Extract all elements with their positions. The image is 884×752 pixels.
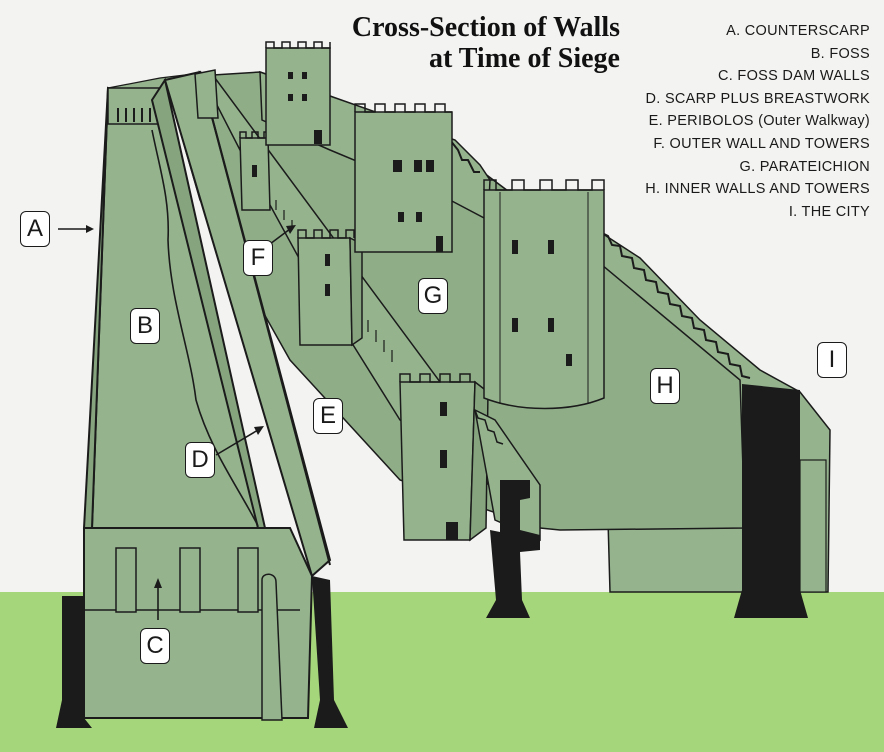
inner-tower-round [483, 189, 605, 410]
title-line-2: at Time of Siege [428, 43, 620, 74]
inner-tower-mid-crenels [354, 103, 452, 113]
label-a: A [20, 211, 50, 247]
pointer-a-head [86, 225, 94, 233]
foundation-scarp [312, 576, 348, 728]
counterscarp-slits [117, 108, 151, 122]
legend-item: D. SCARP PLUS BREASTWORK [645, 90, 870, 107]
inner-tower-far-crenels [265, 41, 331, 49]
pointer-d-line [215, 429, 259, 456]
outer-tower-main-side [349, 236, 363, 347]
pointer-d-head [254, 426, 264, 435]
outer-tower-small-window [252, 165, 257, 177]
legend-item: C. FOSS DAM WALLS [717, 68, 870, 85]
label-e: E [313, 398, 343, 434]
label-h: H [650, 368, 680, 404]
legend-item: E. PERIBOLOS (Outer Walkway) [648, 113, 870, 130]
outer-tower-front-door [446, 522, 458, 540]
outer-tower-front [399, 381, 476, 541]
legend-item: G. PARATEICHION [739, 158, 870, 175]
legend: A. COUNTERSCARP B. FOSS C. FOSS DAM WALL… [645, 20, 870, 223]
outer-wall-parapet-crenels [474, 409, 504, 445]
peribolos-walkway [163, 70, 332, 578]
label-d: D [185, 442, 215, 478]
label-c: C [140, 628, 170, 664]
legend-item: A. COUNTERSCARP [726, 23, 870, 39]
label-f: F [243, 240, 273, 276]
pointer-f-head [286, 225, 296, 234]
inner-wall-crenellation [599, 231, 751, 379]
outer-tower-far [194, 69, 219, 119]
diagram-title: Cross-Section of Walls at Time of Siege [300, 12, 620, 74]
outer-wall-parapet [473, 408, 541, 542]
foundation-inner-wall [734, 384, 826, 618]
outer-tower-front-crenels [399, 373, 471, 383]
inner-tower-far-windows [288, 72, 322, 144]
pointer-f-line [269, 228, 291, 245]
label-b: B [130, 308, 160, 344]
inner-tower-round-crenels [483, 179, 605, 191]
foss-dam-wall-crack [261, 573, 283, 721]
outer-tower-front-window-1 [440, 402, 447, 416]
outer-tower-main-crenels [297, 229, 355, 239]
foundation-outer-wall [486, 480, 540, 618]
scarp-breastwork-line [151, 129, 259, 527]
legend-item: H. INNER WALLS AND TOWERS [645, 181, 870, 198]
inner-tower-mid [354, 111, 453, 253]
inner-tower-round-windows [512, 240, 572, 366]
inner-tower-mid-windows [393, 160, 443, 252]
legend-item: I. THE CITY [788, 203, 870, 220]
foundation-counterscarp [56, 596, 92, 728]
label-i: I [817, 342, 847, 378]
outer-tower-main-window-2 [325, 284, 330, 296]
legend-item: F. OUTER WALL AND TOWERS [653, 135, 870, 152]
outer-tower-small-crenels [239, 131, 271, 139]
outer-tower-front-window-2 [440, 450, 447, 468]
foss-dam-wall-buttresses [115, 547, 259, 613]
pointer-c-head [154, 578, 162, 588]
label-g: G [418, 278, 448, 314]
legend-item: B. FOSS [810, 45, 870, 62]
title-line-1: Cross-Section of Walls [351, 12, 620, 43]
outer-tower-main-window-1 [325, 254, 330, 266]
peribolos-edge [199, 71, 331, 566]
city-plateau [799, 459, 827, 593]
inner-wall-upper-crenels [449, 139, 480, 173]
